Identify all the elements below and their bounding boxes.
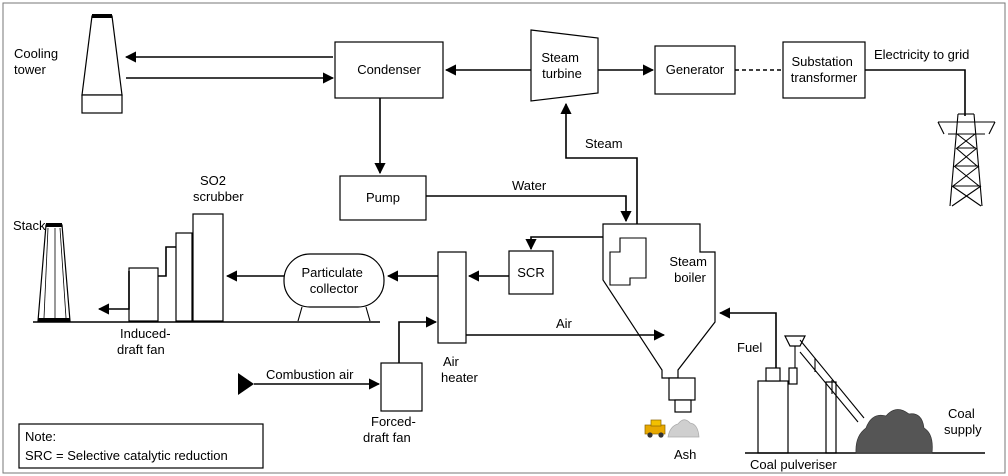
- so2-scrubber-label: SO2 scrubber: [193, 173, 244, 204]
- ash-label: Ash: [674, 447, 696, 462]
- condenser-label: Condenser: [357, 62, 421, 77]
- induced-draft-fan-box: [128, 267, 159, 322]
- scr-label: SCR: [517, 265, 544, 280]
- particulate-collector-shape: [283, 253, 385, 322]
- combustion-air-label: Combustion air: [266, 367, 354, 382]
- steam-boiler-shape: [602, 223, 716, 413]
- fuel-label: Fuel: [737, 340, 762, 355]
- coal-pulveriser-label: Coal pulveriser: [750, 457, 837, 472]
- pump-label: Pump: [366, 190, 400, 205]
- steam-turbine-label: Steam turbine: [541, 50, 582, 81]
- arrow-boiler-to-scr: [525, 236, 603, 251]
- scrubber-middle-box: [175, 232, 193, 322]
- ash-pile-icon: [667, 419, 700, 438]
- note-box: [18, 423, 264, 469]
- condenser-box: [334, 41, 444, 99]
- water-label: Water: [512, 178, 547, 193]
- pipe-idfan-to-stack: [97, 271, 130, 315]
- stack-shape: [37, 223, 71, 322]
- air-heater-label: Air heater: [441, 354, 479, 385]
- induced-draft-fan-label: Induced- draft fan: [117, 326, 174, 357]
- coal-pulveriser-shape: [757, 335, 865, 454]
- so2-scrubber-box: [192, 213, 224, 322]
- air-heater-box: [437, 251, 467, 344]
- forced-draft-fan-label: Forced- draft fan: [363, 414, 419, 445]
- pipe-idfan-to-scrubber: [158, 246, 176, 277]
- note-text: SRC = Selective catalytic reduction: [25, 448, 228, 463]
- steam-label: Steam: [585, 136, 623, 151]
- steam-boiler-label: Steam boiler: [669, 254, 710, 285]
- note-title: Note:: [25, 429, 56, 444]
- stack-label: Stack: [13, 218, 46, 233]
- arrow-fuel-to-boiler: [718, 307, 777, 380]
- cooling-tower-label: Cooling tower: [14, 46, 62, 77]
- arrow-boiler-steam-to-turbine: [560, 102, 638, 225]
- combustion-air-intake-icon: [238, 373, 254, 395]
- line-substation-to-pylon: [865, 69, 966, 116]
- generator-label: Generator: [666, 62, 725, 77]
- ash-truck-icon: [644, 419, 666, 438]
- air-label: Air: [556, 316, 573, 331]
- coal-pile-icon: [855, 409, 933, 454]
- particulate-collector-label: Particulate collector: [301, 265, 366, 296]
- arrow-pump-water-to-boiler: [426, 195, 632, 223]
- transmission-tower-icon: [937, 113, 996, 207]
- substation-transformer-label: Substation transformer: [791, 54, 858, 85]
- cooling-tower: [81, 14, 123, 114]
- pipe-fdfan-to-airheater: [398, 316, 438, 363]
- pump-box: [339, 175, 427, 221]
- forced-draft-fan-box: [380, 362, 423, 412]
- steam-turbine-shape: [530, 29, 599, 102]
- scr-box: [508, 250, 554, 295]
- electricity-to-grid-label: Electricity to grid: [874, 47, 969, 62]
- coal-supply-label: Coal supply: [944, 406, 982, 437]
- substation-transformer-box: [782, 41, 866, 99]
